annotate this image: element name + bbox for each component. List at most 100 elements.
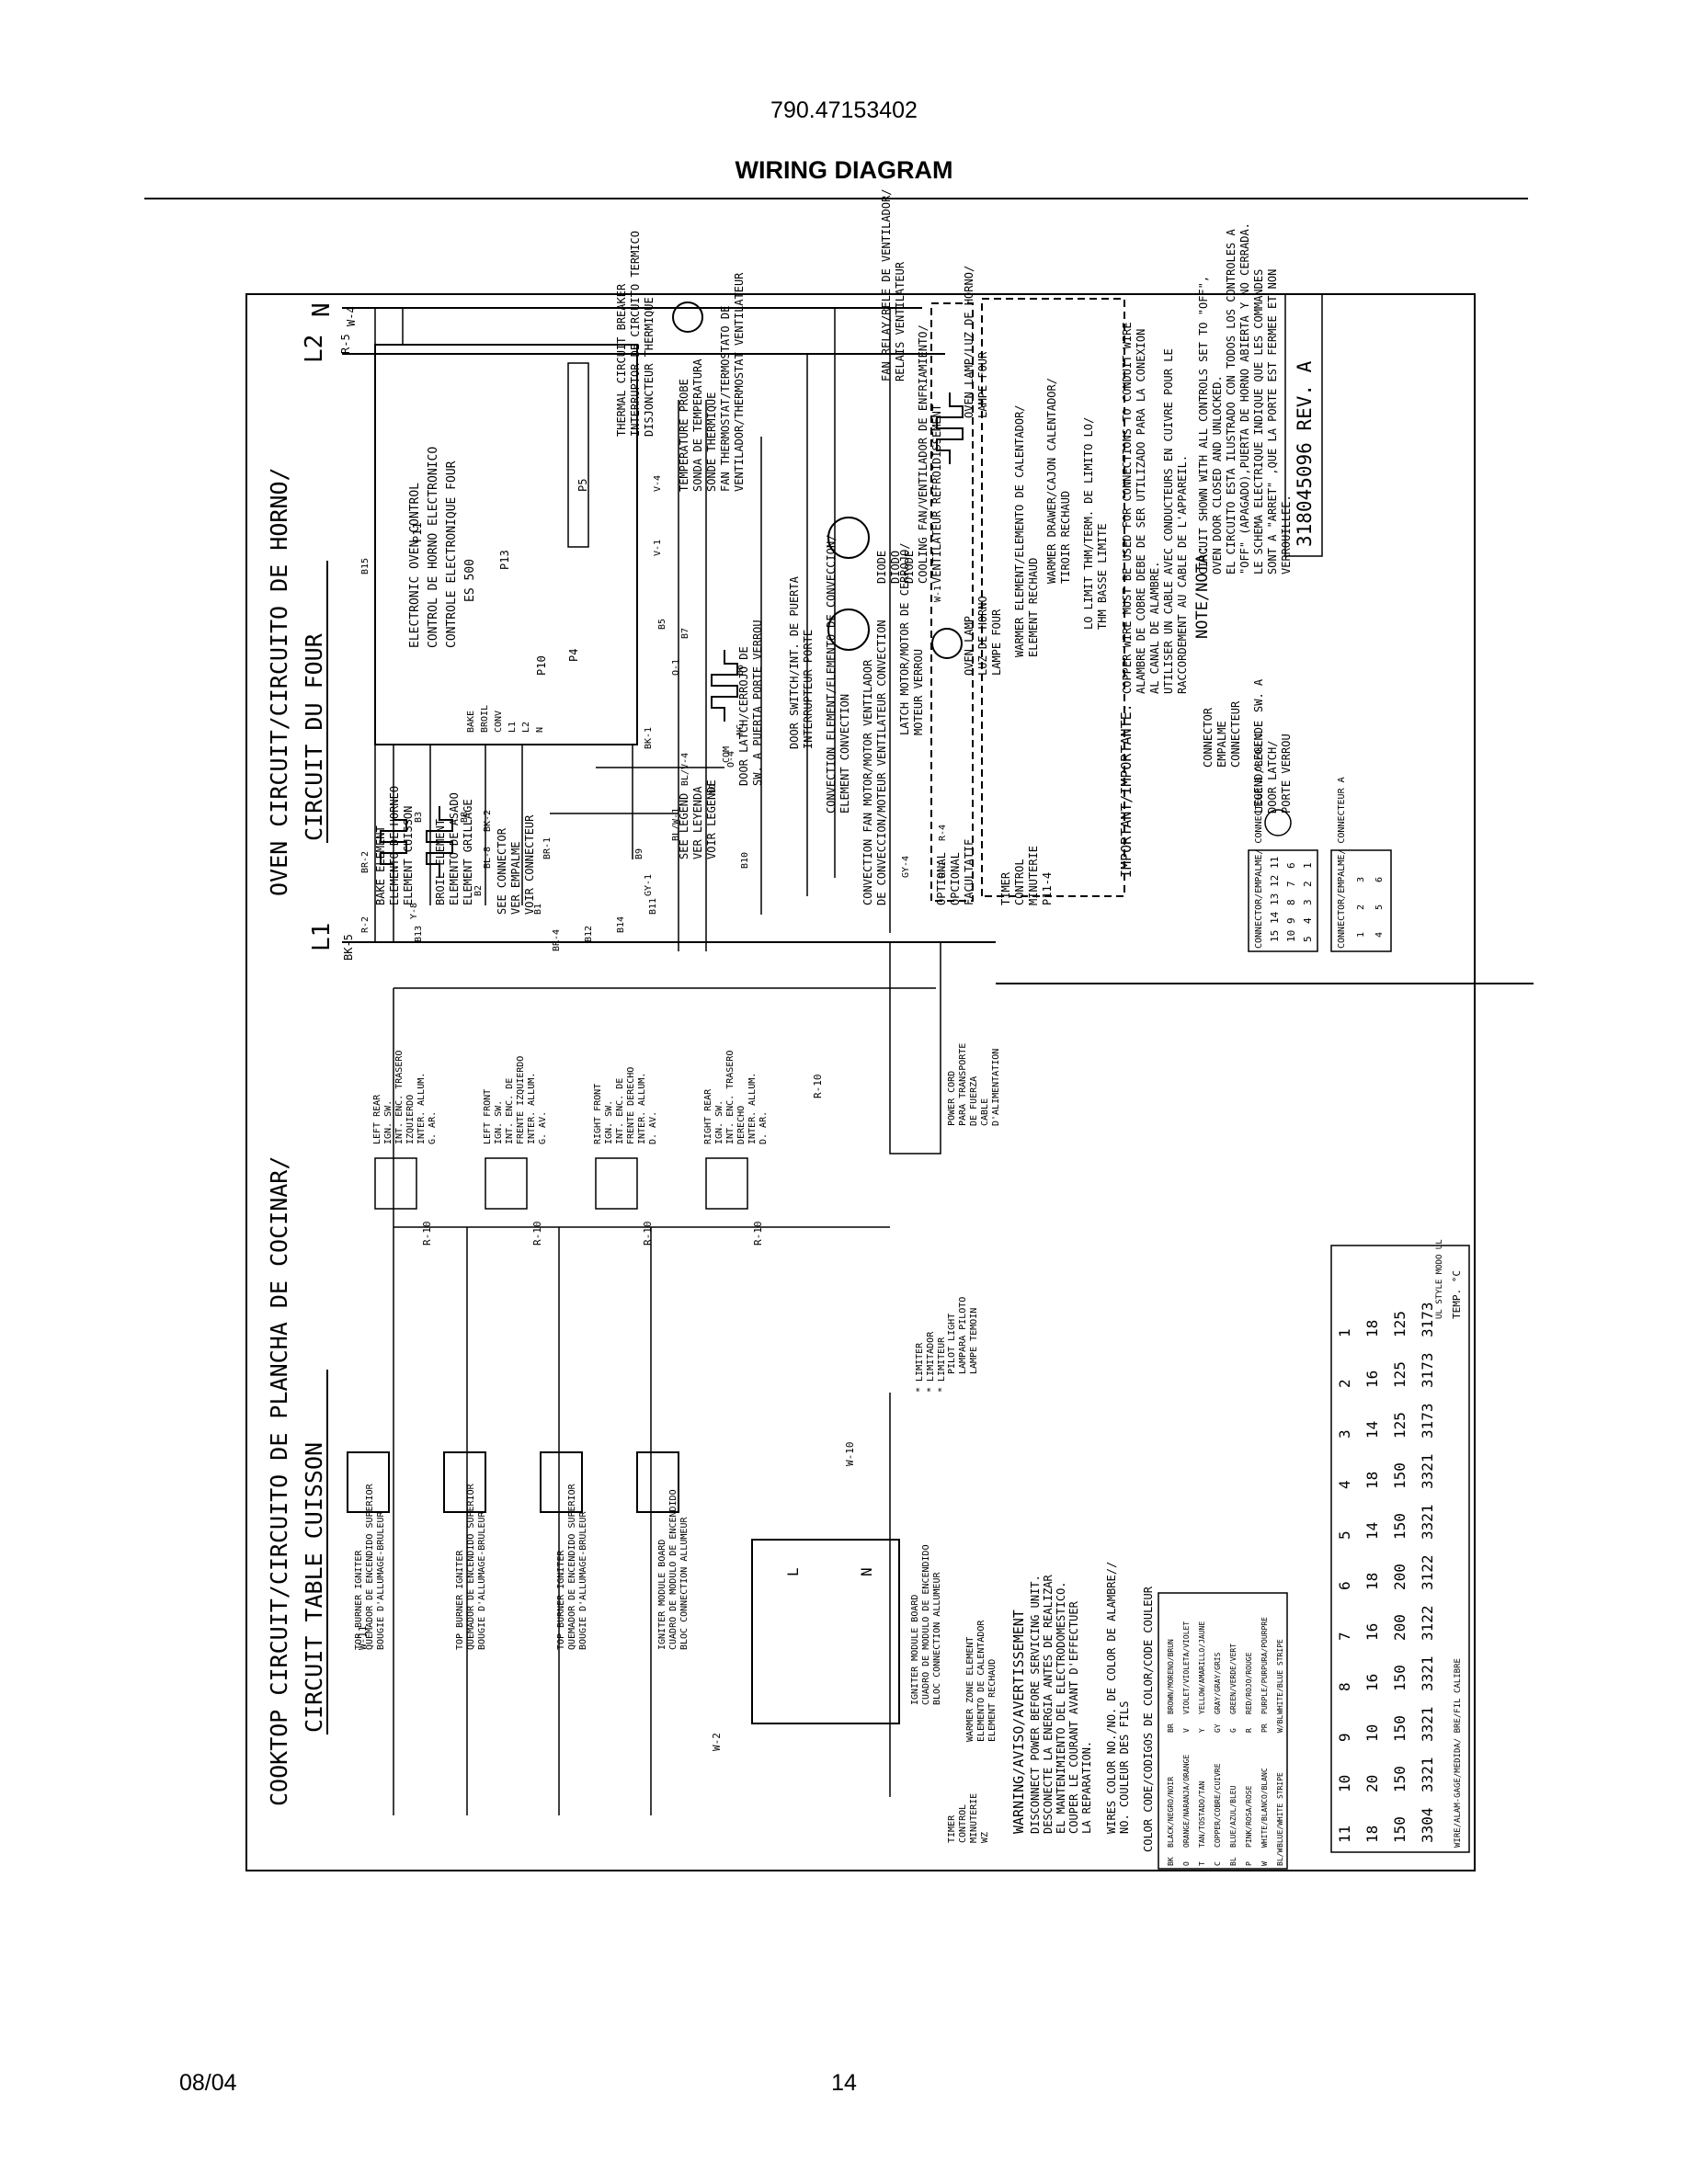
module-pin-n: N bbox=[858, 1567, 875, 1576]
gauge-table: WIRE/ALAM-GAGE/MEDIDA/ BRE/FIL CALIBRE T… bbox=[1330, 1239, 1470, 1853]
note-heading: NOTE/NOTA: bbox=[1193, 545, 1212, 639]
pin-broil: BROIL bbox=[480, 705, 490, 733]
door-latch-1: DOOR LATCH/CERROJO DE bbox=[737, 646, 750, 786]
svg-text:16: 16 bbox=[1363, 1674, 1381, 1691]
svg-text:QUEMADOR DE ENCENDIDO SUPERIOR: QUEMADOR DE ENCENDIDO SUPERIOR bbox=[365, 1483, 375, 1650]
svg-text:PARA TRANSPORTE: PARA TRANSPORTE bbox=[958, 1043, 968, 1126]
pin-n: N bbox=[535, 727, 545, 733]
svg-text:DERECHO: DERECHO bbox=[736, 1106, 747, 1144]
part-number: 318045096 REV. A bbox=[1294, 360, 1316, 547]
svg-text:18: 18 bbox=[1363, 1320, 1381, 1337]
svg-text:W-1: W-1 bbox=[933, 586, 943, 602]
svg-text:VIOLET/VIOLETA/VIOLET: VIOLET/VIOLETA/VIOLET bbox=[1182, 1621, 1191, 1714]
svg-text:3321: 3321 bbox=[1419, 1453, 1436, 1489]
svg-text:AL CANAL DE ALAMBRE.: AL CANAL DE ALAMBRE. bbox=[1148, 562, 1161, 695]
svg-text:BK-2: BK-2 bbox=[483, 810, 493, 832]
svg-text:INT. ENC. TRASERO: INT. ENC. TRASERO bbox=[725, 1051, 736, 1144]
svg-text:W: W bbox=[1260, 1861, 1269, 1866]
svg-text:VERROUILLEE.: VERROUILLEE. bbox=[1280, 495, 1293, 574]
svg-text:PURPLE/PURPURA/POURPRE: PURPLE/PURPURA/POURPRE bbox=[1260, 1617, 1269, 1714]
lo-limit-1: LO LIMIT THM/TERM. DE LIMITO LO/ bbox=[1082, 417, 1095, 630]
svg-text:CIRCUIT SHOWN WITH ALL CONTROL: CIRCUIT SHOWN WITH ALL CONTROLS SET TO "… bbox=[1197, 276, 1210, 574]
svg-text:INTER. ALLUM.: INTER. ALLUM. bbox=[416, 1073, 427, 1144]
svg-text:COM: COM bbox=[722, 746, 732, 763]
svg-text:1: 1 bbox=[1302, 862, 1314, 869]
svg-text:BR-4: BR-4 bbox=[552, 929, 562, 951]
cooktop-section-title: COOKTOP CIRCUIT/CIRCUITO DE PLANCHA DE C… bbox=[266, 1156, 292, 1806]
svg-text:O: O bbox=[1182, 1861, 1191, 1866]
svg-text:6: 6 bbox=[1285, 862, 1297, 869]
svg-text:3173: 3173 bbox=[1419, 1403, 1436, 1439]
plug-p4: P4 bbox=[567, 649, 580, 662]
svg-text:BOUGIE D'ALLUMAGE-BRULEUR: BOUGIE D'ALLUMAGE-BRULEUR bbox=[477, 1511, 487, 1650]
svg-text:14: 14 bbox=[1269, 911, 1281, 924]
thermal-breaker-2: INTERRUPTOR DE CIRCUITO TERMICO bbox=[629, 231, 642, 437]
svg-text:BLACK/NEGRO/NOIR: BLACK/NEGRO/NOIR bbox=[1167, 1777, 1175, 1848]
svg-text:11: 11 bbox=[1336, 1826, 1353, 1843]
svg-text:4: 4 bbox=[1302, 917, 1314, 924]
svg-text:GY: GY bbox=[1214, 1723, 1222, 1733]
svg-text:O-1: O-1 bbox=[671, 659, 681, 676]
svg-text:R-10: R-10 bbox=[642, 1222, 654, 1246]
svg-text:WARMER ZONE ELEMENT: WARMER ZONE ELEMENT bbox=[965, 1637, 975, 1742]
oven-wire-tags: R-2 B15 BR-2 Y-8 B13 B3 B8 B2 B1 BK-2 BL… bbox=[360, 475, 948, 951]
svg-text:150: 150 bbox=[1391, 1766, 1409, 1792]
optional-1: OPTIONAL bbox=[935, 852, 948, 905]
svg-text:SW. A: SW. A bbox=[1252, 678, 1265, 712]
svg-text:B1: B1 bbox=[533, 904, 543, 915]
svg-text:18: 18 bbox=[1363, 1472, 1381, 1489]
pin-l1: L1 bbox=[508, 722, 518, 733]
svg-text:BLUE/AZUL/BLEU: BLUE/AZUL/BLEU bbox=[1229, 1785, 1237, 1848]
svg-text:150: 150 bbox=[1391, 1715, 1409, 1742]
top-igniter-labels: TOP BURNER IGNITER QUEMADOR DE ENCENDIDO… bbox=[354, 1483, 690, 1650]
svg-text:GREEN/VERDE/VERT: GREEN/VERDE/VERT bbox=[1229, 1644, 1237, 1714]
svg-text:10: 10 bbox=[1336, 1775, 1353, 1792]
svg-text:R: R bbox=[1245, 1728, 1253, 1733]
thermal-breaker-1: THERMAL CIRCUIT BREAKER bbox=[615, 283, 628, 437]
bake-element-2: ELEMENTO DE HORNEO bbox=[388, 786, 401, 905]
svg-text:NO. COULEUR DES FILS: NO. COULEUR DES FILS bbox=[1118, 1701, 1131, 1835]
svg-text:EL MANTENIMIENTO DEL ELECTRODO: EL MANTENIMIENTO DEL ELECTRODOMESTICO. bbox=[1055, 1581, 1067, 1834]
svg-text:GY-4: GY-4 bbox=[901, 856, 911, 878]
svg-text:PORTE VERROU: PORTE VERROU bbox=[1280, 734, 1293, 813]
thermal-breaker-3: DISJONCTEUR THERMIQUE bbox=[643, 297, 656, 437]
svg-text:3321: 3321 bbox=[1419, 1655, 1436, 1691]
convection-element-1: CONVECTION ELEMENT/ELEMENTO DE CONVECCIO… bbox=[825, 535, 838, 813]
important-note: IMPORTANT/IMPORTANTE: COPPER WIRE MUST B… bbox=[1118, 322, 1189, 878]
warmer-drawer-2: TIROIR RECHAUD bbox=[1059, 491, 1072, 584]
broil-element-3: ELEMENT GRILLAGE bbox=[462, 799, 474, 905]
fan-thermostat-2: VENTILADOR/THERMOSTAT VENTILATEUR bbox=[733, 272, 746, 492]
svg-text:TIMER: TIMER bbox=[947, 1814, 957, 1843]
svg-text:ALAMBRE DE COBRE DEBE DE SER U: ALAMBRE DE COBRE DEBE DE SER UTILIZADO P… bbox=[1135, 329, 1147, 694]
plug-p5-body bbox=[567, 362, 589, 548]
svg-text:R-10: R-10 bbox=[812, 1075, 824, 1099]
svg-text:BL/W-1: BL/W-1 bbox=[671, 808, 681, 841]
svg-text:RIGHT FRONT: RIGHT FRONT bbox=[593, 1084, 603, 1144]
cooktop-section-subtitle: CIRCUIT TABLE CUISSON bbox=[301, 1442, 327, 1733]
diode-2: DIODO bbox=[889, 551, 902, 584]
svg-text:WIRE/ALAM-GAGE/MEDIDA/ BRE/FIL: WIRE/ALAM-GAGE/MEDIDA/ BRE/FIL CALIBRE bbox=[1454, 1658, 1463, 1848]
fan-relay-1: FAN RELAY/RELE DE VENTILADOR/ bbox=[880, 188, 893, 381]
warmer-element-2: ELEMENT RECHAUD bbox=[1027, 558, 1040, 657]
bake-element-3: ELEMENT CUISSON bbox=[402, 806, 415, 905]
svg-text:IGNITER MODULE BOARD: IGNITER MODULE BOARD bbox=[910, 1595, 920, 1705]
door-latch-2: SW. A PUERTA PORTE VERROU bbox=[751, 620, 764, 786]
svg-text:125: 125 bbox=[1391, 1311, 1409, 1337]
svg-text:20: 20 bbox=[1363, 1775, 1381, 1792]
see-connector-1: SEE CONNECTOR bbox=[496, 827, 508, 915]
svg-text:MINUTERIE: MINUTERIE bbox=[969, 1793, 979, 1843]
control-label-1: ELECTRONIC OVEN CONTROL bbox=[408, 483, 422, 648]
svg-text:11: 11 bbox=[1269, 857, 1281, 869]
svg-text:COUPER LE COURANT AVANT D'EFFE: COUPER LE COURANT AVANT D'EFFECTUER bbox=[1067, 1600, 1080, 1834]
pin-l2: L2 bbox=[521, 722, 531, 733]
svg-text:BL-8: BL-8 bbox=[483, 847, 493, 869]
svg-text:6: 6 bbox=[1374, 877, 1385, 882]
svg-text:6: 6 bbox=[1336, 1581, 1353, 1590]
svg-text:BR: BR bbox=[1167, 1723, 1175, 1733]
svg-text:INT. ENC. TRASERO: INT. ENC. TRASERO bbox=[394, 1051, 405, 1144]
svg-text:R-10: R-10 bbox=[752, 1222, 764, 1246]
svg-text:V: V bbox=[1182, 1728, 1191, 1733]
svg-text:16: 16 bbox=[1363, 1371, 1381, 1388]
svg-text:150: 150 bbox=[1391, 1513, 1409, 1540]
svg-text:BL: BL bbox=[1229, 1857, 1237, 1866]
